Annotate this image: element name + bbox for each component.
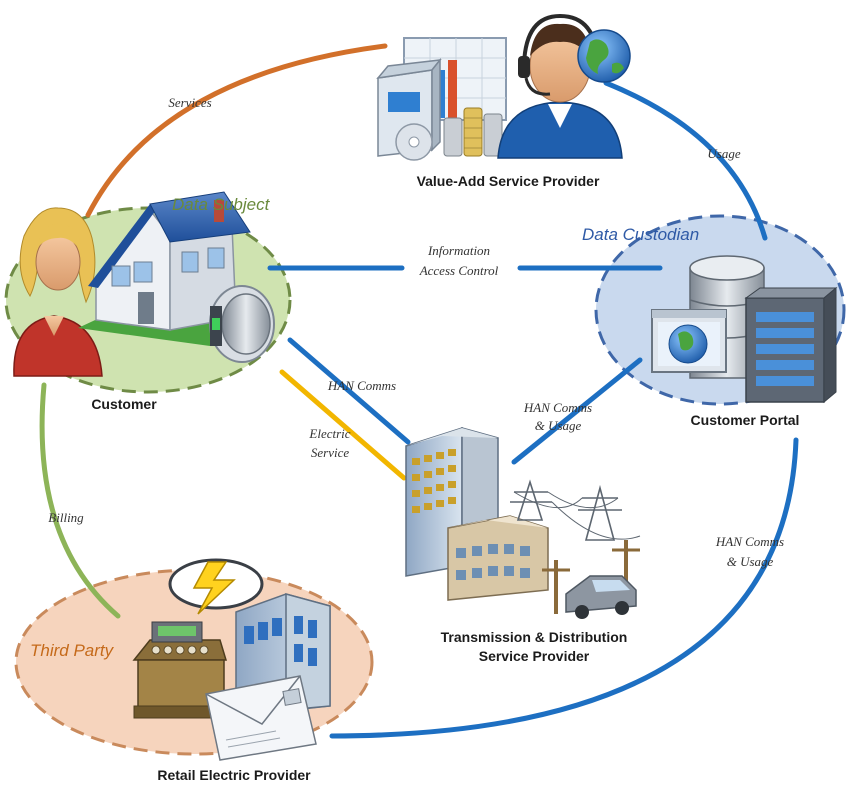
lightning-bolt-icon (168, 558, 264, 615)
envelope-icon (205, 675, 317, 761)
retail-provider-label: Retail Electric Provider (157, 767, 311, 783)
usage-edge (603, 80, 768, 241)
customer-label: Customer (91, 396, 157, 412)
han-comms-usage-label-2a: HAN Comms (715, 534, 784, 549)
han-comms-usage-label-1b: & Usage (535, 418, 582, 433)
services-label: Services (168, 95, 211, 110)
tdsp-label-line1: Transmission & Distribution (441, 629, 628, 645)
data-subject-label: Data Subject (172, 195, 271, 214)
third-party-label: Third Party (30, 641, 115, 660)
globe-icon (577, 29, 631, 83)
support-agent-icon (497, 13, 623, 159)
billing-label: Billing (48, 510, 84, 525)
information-label: Information (427, 243, 490, 258)
house-icon (78, 191, 256, 346)
data-custodian-label: Data Custodian (582, 225, 699, 244)
han-comms-usage-label-2b: & Usage (727, 554, 774, 569)
coins-icon (443, 107, 503, 157)
han-usage-edge-retail (329, 437, 799, 739)
electric-service-edge (279, 369, 407, 481)
han-comms-label: HAN Comms (327, 378, 396, 393)
access-control-label: Access Control (419, 263, 499, 278)
customer-portal-label: Customer Portal (691, 412, 800, 428)
monitor-globe-icon (651, 309, 727, 373)
value-add-provider-label: Value-Add Service Provider (417, 173, 600, 189)
utility-truck-icon (565, 575, 637, 619)
tdsp-label-line2: Service Provider (479, 648, 590, 664)
customer-person-icon (13, 207, 103, 377)
han-usage-edge-portal (511, 357, 643, 465)
han-comms-edge (287, 337, 411, 445)
smart-meter-icon (209, 285, 275, 363)
cash-register-icon (132, 621, 231, 719)
cd-disc-icon (395, 123, 433, 161)
office-building-icon (405, 426, 549, 601)
service-label: Service (311, 445, 349, 460)
billing-edge (39, 382, 121, 619)
value-add-service-provider-icon (376, 13, 631, 161)
han-comms-usage-label-1a: HAN Comms (523, 400, 592, 415)
services-edge (85, 43, 388, 218)
electric-label: Electric (308, 426, 350, 441)
usage-label: Usage (707, 146, 740, 161)
